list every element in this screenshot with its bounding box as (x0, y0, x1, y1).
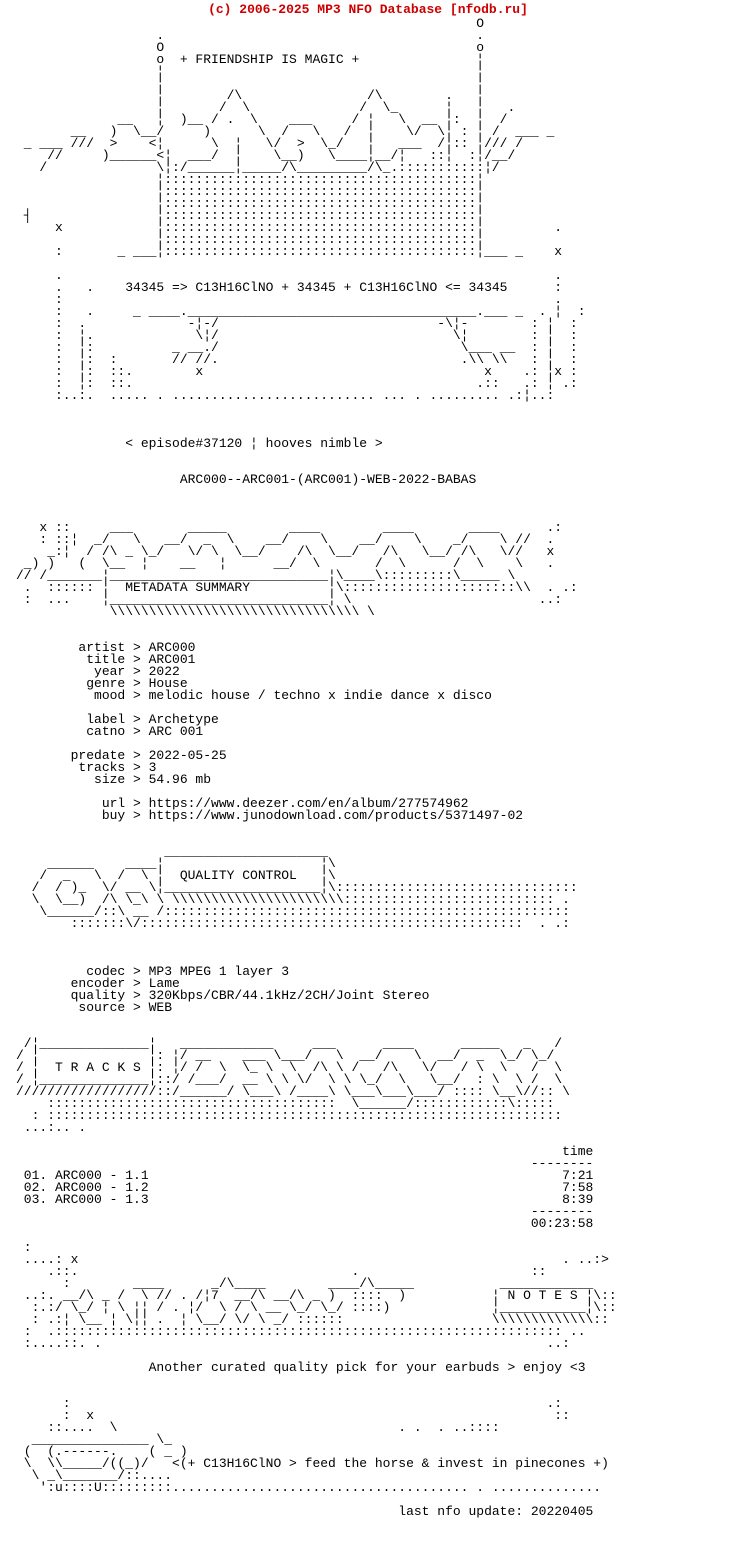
nfodb-copyright-header: (c) 2006-2025 MP3 NFO Database [nfodb.ru… (208, 2, 528, 17)
nfo-content: O . . O o o + FRIENDSHIP IS MAGIC + ¦ (16, 16, 617, 1519)
